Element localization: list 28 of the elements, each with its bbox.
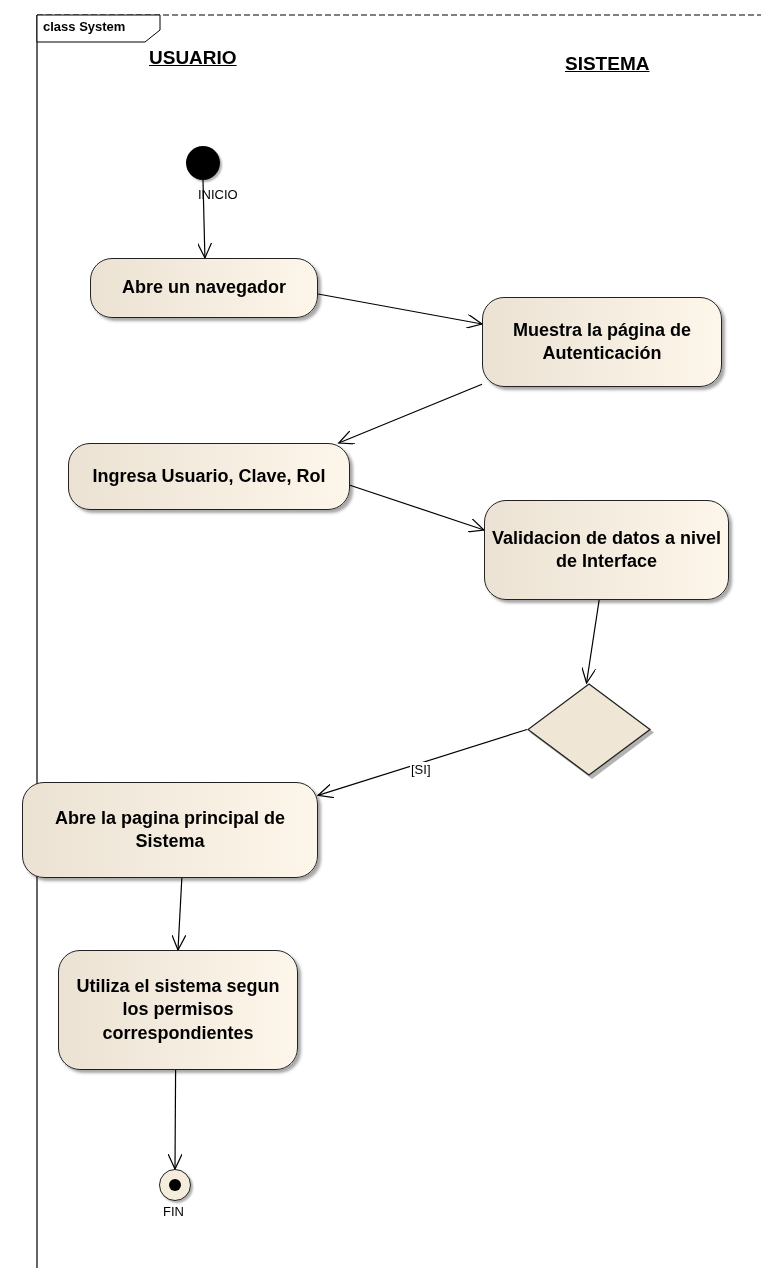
end-node: [159, 1169, 191, 1201]
arrow: [196, 179, 213, 259]
activity-box: [22, 782, 318, 878]
activity-box: [482, 297, 722, 387]
arrow: [171, 877, 187, 951]
node-caption: FIN: [163, 1204, 184, 1219]
start-node: [186, 146, 220, 180]
activity-text: Ingresa Usuario, Clave, Rol: [92, 464, 326, 488]
activity-text: Utiliza el sistema segun los permisos correspondientes: [75, 974, 281, 1045]
activity-box: [484, 500, 729, 600]
edge-label: [SI]: [410, 762, 432, 777]
lane-heading: USUARIO: [149, 47, 237, 69]
activity-text: Abre un navegador: [122, 276, 286, 300]
activity-text: Muestra la página de Autenticación: [511, 318, 693, 365]
activity-box: [68, 443, 350, 510]
frame-title: class System: [43, 19, 126, 34]
arrow: [338, 383, 483, 445]
arrow: [317, 728, 528, 799]
activity-box: [58, 950, 298, 1070]
arrow: [349, 484, 485, 533]
arrow: [167, 1069, 183, 1170]
activity-text: Validacion de datos a nivel de Interface: [491, 526, 722, 573]
arrow: [581, 599, 600, 684]
activity-text: Abre la pagina principal de Sistema: [53, 806, 287, 853]
decision-diamond: [527, 683, 651, 776]
lane-heading: SISTEMA: [565, 53, 650, 75]
arrow: [317, 293, 483, 329]
activity-box: [90, 258, 318, 318]
